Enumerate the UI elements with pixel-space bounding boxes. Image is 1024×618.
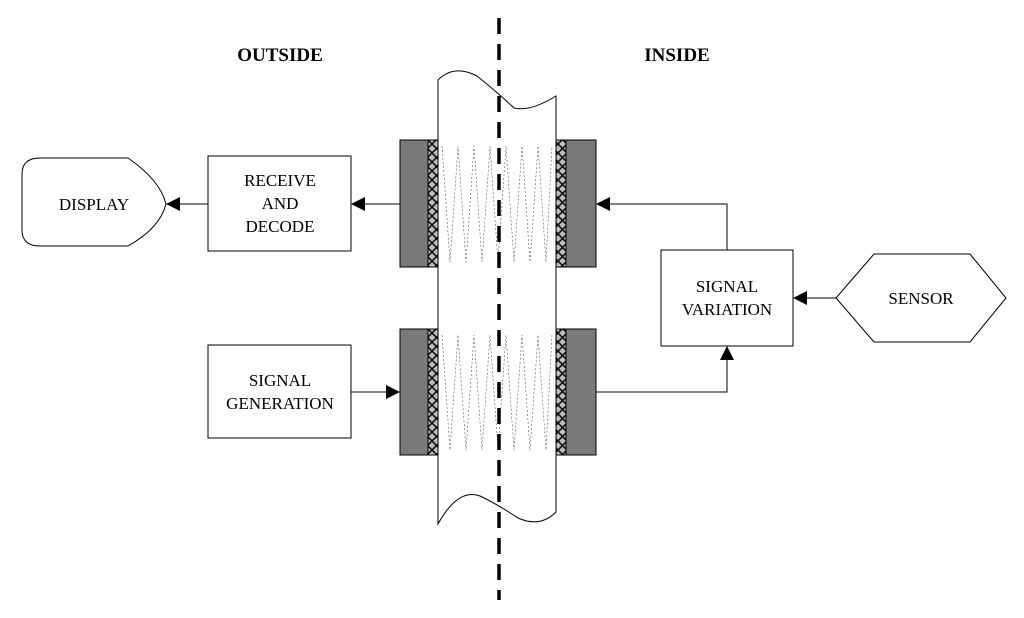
lower-left-core xyxy=(399,328,429,456)
receive-label-line2: AND xyxy=(262,194,299,213)
receive-decode-box xyxy=(207,155,352,252)
sensor-shape xyxy=(835,253,1007,343)
signal-variation-line2: VARIATION xyxy=(682,300,772,319)
display-label: DISPLAY xyxy=(59,195,129,214)
variation-bottom-arrowhead xyxy=(720,346,734,360)
display-arrowhead xyxy=(166,197,180,211)
signal-generation-line1: SIGNAL xyxy=(249,371,311,390)
lower-left-winding xyxy=(427,328,439,456)
lower-right-winding xyxy=(555,328,567,456)
variation-right-arrowhead xyxy=(793,291,807,305)
signal-generation-box xyxy=(207,344,352,439)
upper-right-core xyxy=(565,139,597,268)
lower-coupler-to-variation-wire xyxy=(596,360,728,393)
signal-variation-box xyxy=(660,249,794,347)
lower-coil-field xyxy=(441,334,553,451)
upper-right-winding xyxy=(555,139,567,268)
lower-right-core xyxy=(565,328,597,456)
upper-left-winding xyxy=(427,139,439,268)
variation-to-upper-coupler-wire xyxy=(610,203,728,250)
wall-tube xyxy=(437,70,557,526)
upper-left-core xyxy=(399,139,429,268)
receive-arrowhead xyxy=(351,197,365,211)
receive-label-line1: RECEIVE xyxy=(244,171,316,190)
upper-coupler xyxy=(399,139,597,268)
display-shape xyxy=(21,157,167,247)
signal-variation-line1: SIGNAL xyxy=(696,277,758,296)
inside-header: INSIDE xyxy=(644,45,709,66)
upper-coupler-arrowhead xyxy=(596,197,610,211)
lower-coupler-arrowhead xyxy=(386,385,400,399)
outside-header: OUTSIDE xyxy=(237,45,323,66)
receive-label-line3: DECODE xyxy=(246,217,315,236)
sensor-label: SENSOR xyxy=(888,289,954,308)
lower-coupler xyxy=(399,328,597,456)
signal-generation-line2: GENERATION xyxy=(226,394,334,413)
